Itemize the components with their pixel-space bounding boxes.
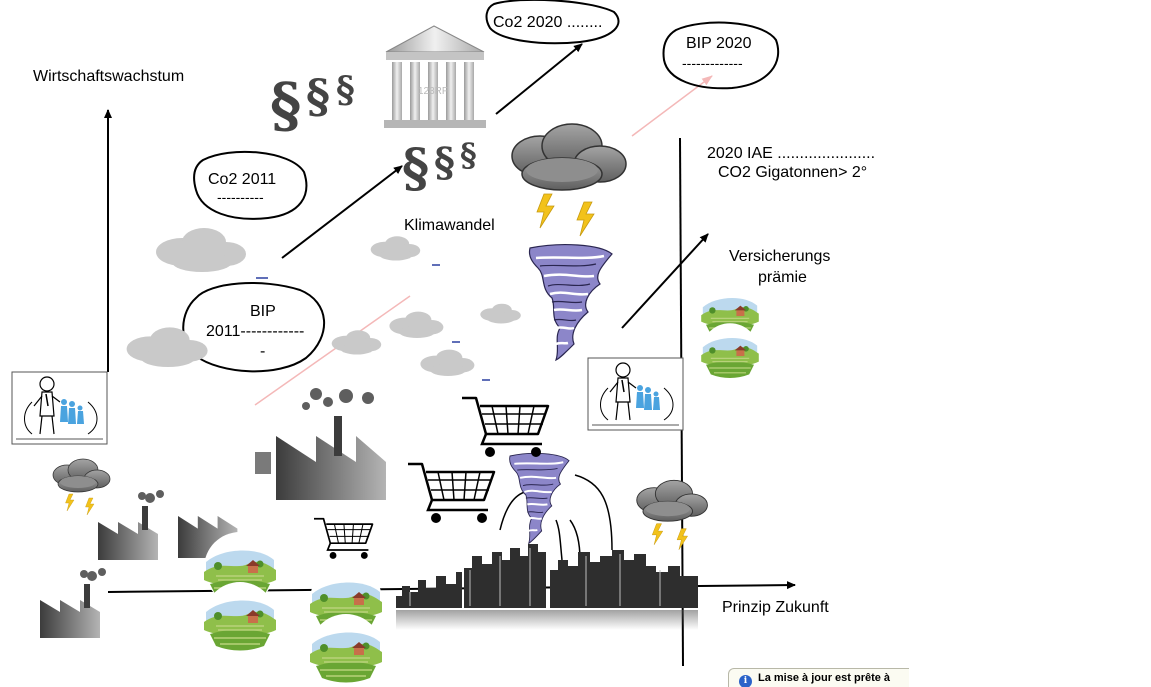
smog-cloud-icon	[156, 228, 246, 272]
klimawandel-label: Klimawandel	[404, 217, 495, 234]
curve-arrow	[555, 519, 563, 561]
bip-2011-title: BIP	[250, 303, 276, 320]
storm-cloud-icon	[636, 479, 708, 550]
pink-trend-arrow	[631, 75, 713, 137]
smog-cloud-icon	[420, 349, 475, 376]
factory-icon	[276, 388, 386, 500]
bip-2011-line: 2011------------	[206, 323, 305, 340]
factory-icon	[40, 568, 106, 638]
co2-2020-ellipse	[485, 0, 620, 45]
shopping-cart-icon	[406, 462, 496, 525]
family-icon	[587, 357, 684, 431]
factory-icon	[98, 490, 164, 560]
co2-2011-ellipse	[193, 150, 308, 220]
svg-text:§: §	[460, 136, 477, 174]
iae-label-line1: 2020 IAE ......................	[707, 145, 876, 162]
smog-cloud-icon	[331, 330, 382, 355]
bip-2011-dash: -	[260, 343, 266, 360]
diagram-graphics: § § § § § § § 123RF	[11, 0, 796, 687]
co2-2011-label: Co2 2011	[208, 171, 277, 188]
pink-trend-line	[254, 295, 411, 406]
arrow-to-law	[281, 165, 403, 259]
update-notification-text: La mise à jour est prête à	[758, 672, 891, 684]
svg-text:§: §	[402, 138, 429, 199]
co2-2020-label: Co2 2020 ........	[493, 14, 603, 31]
co2-2011-blank: ----------	[217, 189, 264, 205]
storm-cloud-icon	[511, 123, 627, 237]
versicherung-label-line2: prämie	[758, 269, 807, 286]
tornado-icon	[528, 243, 614, 362]
svg-text:§: §	[270, 71, 301, 141]
smog-cloud-icon	[126, 327, 208, 367]
svg-text:§: §	[306, 69, 330, 123]
watermark-text: 123RF	[418, 86, 448, 97]
arrow-to-insurance	[621, 233, 709, 329]
family-icon	[11, 371, 108, 445]
curve-arrow	[574, 474, 613, 551]
landscape-icon	[203, 581, 277, 655]
bip-2020-label: BIP 2020	[686, 35, 752, 52]
paragraph-icon: § § §	[402, 136, 477, 199]
prinzip-zukunft-label: Prinzip Zukunft	[722, 599, 829, 616]
svg-text:§: §	[434, 139, 455, 186]
diagram-canvas: § § § § § § § 123RF	[11, 0, 909, 687]
versicherung-label-line1: Versicherungs	[729, 248, 831, 265]
shopping-cart-icon	[313, 517, 374, 560]
info-icon: i	[739, 675, 752, 687]
blank-area	[909, 0, 1151, 687]
smog-cloud-icon	[370, 236, 421, 261]
bip-2020-blank: -------------	[682, 55, 743, 71]
wirtschaftswachstum-label: Wirtschaftswachstum	[33, 68, 185, 85]
update-notification[interactable]: i La mise à jour est prête à	[728, 668, 909, 687]
bip-2020-ellipse	[662, 21, 780, 90]
smog-cloud-icon	[480, 303, 521, 324]
courthouse-icon: 123RF	[384, 25, 486, 128]
paragraph-icon: § § §	[270, 69, 355, 141]
shopping-cart-icon	[460, 396, 550, 459]
svg-text:§: §	[336, 69, 355, 111]
storm-cloud-icon	[52, 458, 111, 516]
landscape-icon	[700, 322, 760, 382]
iae-label-line2: CO2 Gigatonnen> 2°	[718, 164, 868, 181]
landscape-icon	[309, 613, 383, 687]
curve-arrow	[499, 491, 526, 531]
city-skyline-icon	[396, 544, 698, 630]
tornado-icon	[508, 452, 571, 545]
arrow-to-co2-2020	[495, 43, 583, 115]
smog-cloud-icon	[389, 311, 444, 338]
